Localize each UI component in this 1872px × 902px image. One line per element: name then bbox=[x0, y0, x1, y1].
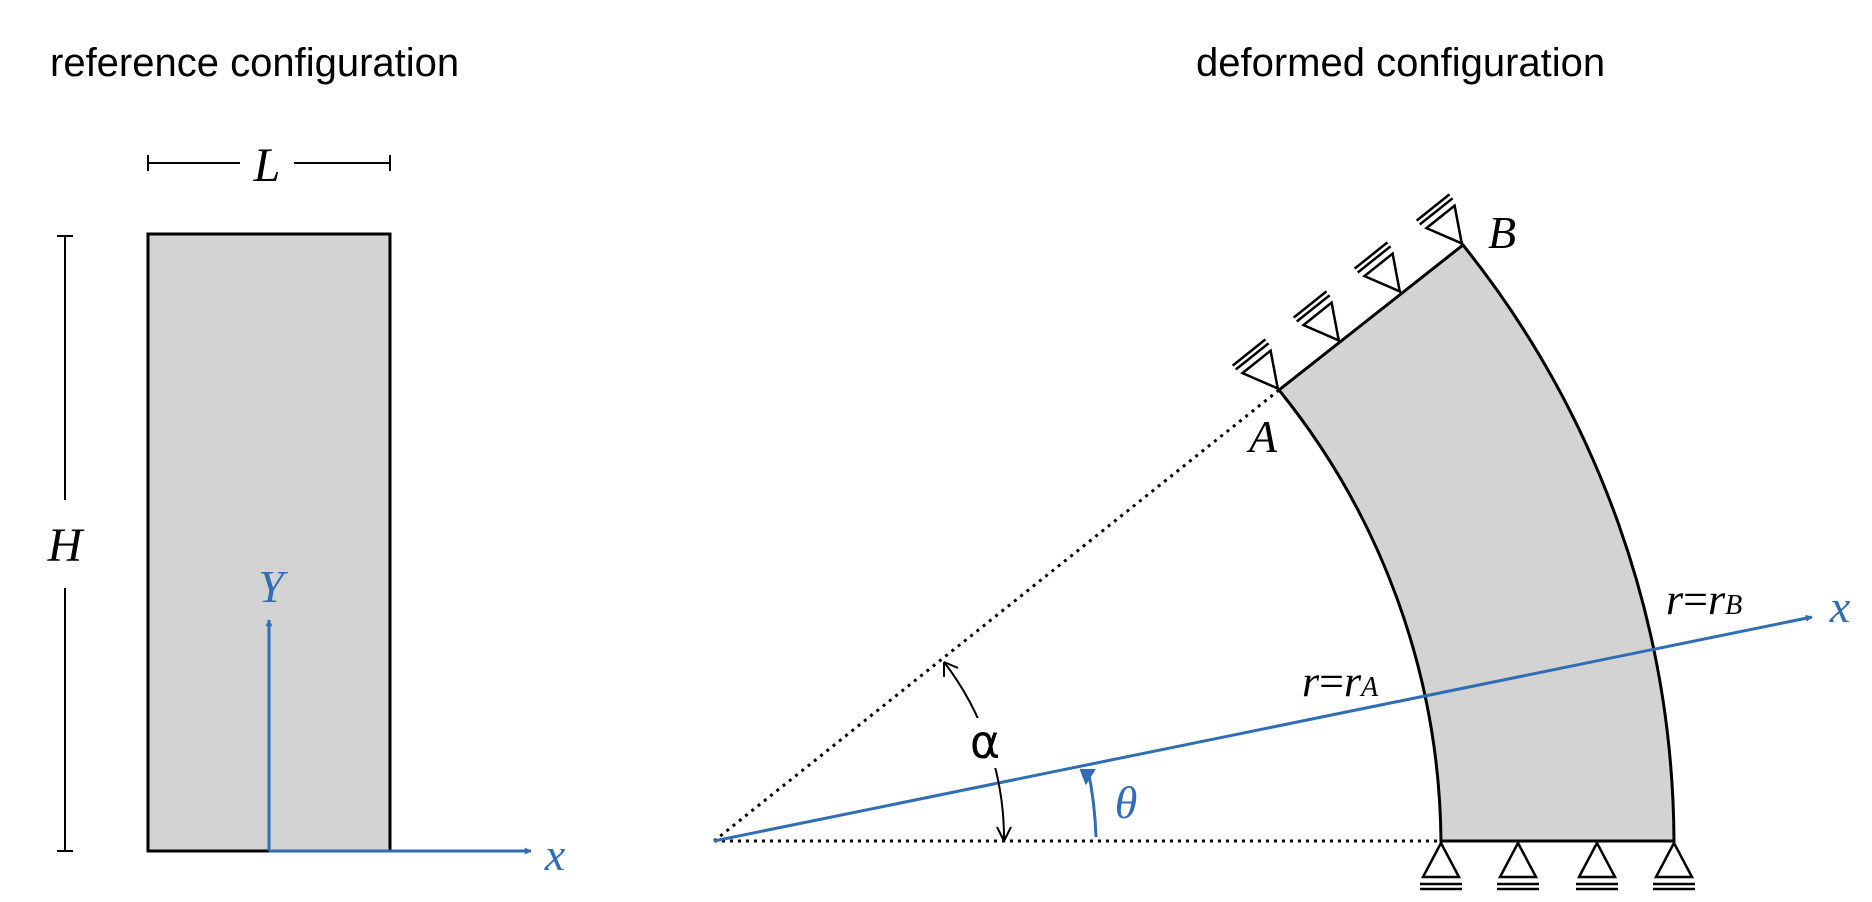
inner-radius-equals: = bbox=[1319, 657, 1344, 706]
outer-radius-r: r bbox=[1666, 575, 1684, 624]
height-dimension: H bbox=[47, 235, 85, 852]
inner-radius-r: r bbox=[1302, 657, 1320, 706]
width-dimension: L bbox=[147, 139, 391, 192]
edge-supports bbox=[1231, 193, 1464, 391]
deformed-title: deformed configuration bbox=[1196, 41, 1605, 85]
theta-angle-arc bbox=[1086, 769, 1098, 838]
roller-support bbox=[1497, 840, 1539, 891]
deformed-body bbox=[1276, 242, 1676, 843]
point-b-label: B bbox=[1488, 207, 1516, 258]
x-axis-label: x bbox=[544, 829, 566, 880]
alpha-arrowhead-top bbox=[943, 661, 959, 677]
roller-support bbox=[1231, 338, 1280, 391]
deformed-x-axis-arrow bbox=[713, 614, 1813, 843]
y-axis-label: Y bbox=[258, 561, 288, 612]
inner-radius-label: r=rA bbox=[1302, 657, 1379, 706]
deformed-x-axis-label: x bbox=[1829, 581, 1851, 632]
reference-title: reference configuration bbox=[50, 41, 459, 85]
roller-support bbox=[1653, 840, 1695, 891]
roller-support bbox=[1420, 840, 1462, 891]
alpha-label: α bbox=[970, 715, 1000, 769]
roller-support bbox=[1292, 290, 1341, 343]
roller-support bbox=[1415, 193, 1464, 246]
width-label: L bbox=[253, 139, 281, 192]
outer-radius-subscript: B bbox=[1725, 590, 1742, 621]
deformed-configuration: deformed configuration x α θ A B r=rA r=… bbox=[713, 41, 1851, 891]
bottom-supports bbox=[1420, 840, 1695, 891]
height-label: H bbox=[47, 519, 85, 572]
outer-radius-rsub: r bbox=[1708, 575, 1726, 624]
outer-radius-label: r=rB bbox=[1666, 575, 1742, 624]
theta-arrowhead bbox=[1079, 769, 1096, 786]
reference-configuration: reference configuration L H Y x bbox=[47, 41, 566, 880]
roller-support bbox=[1353, 241, 1402, 294]
alpha-arrowhead-bottom bbox=[996, 826, 1012, 842]
inner-radius-subscript: A bbox=[1359, 672, 1379, 703]
point-a-label: A bbox=[1246, 411, 1278, 462]
inner-radius-rsub: r bbox=[1344, 657, 1362, 706]
roller-support bbox=[1576, 840, 1618, 891]
outer-radius-equals: = bbox=[1683, 575, 1708, 624]
theta-label: θ bbox=[1115, 777, 1138, 828]
edge-dotted-line bbox=[713, 388, 1280, 843]
